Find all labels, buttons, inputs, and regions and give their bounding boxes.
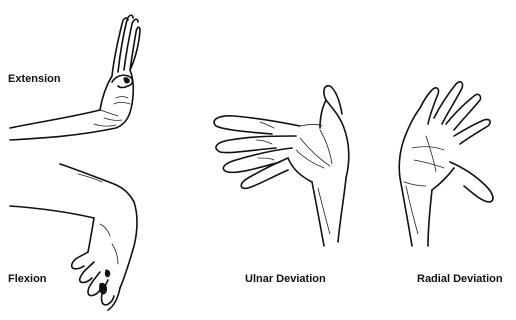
extension-label: Extension <box>8 73 61 86</box>
flexion-illustration <box>8 160 143 315</box>
radial-deviation-label: Radial Deviation <box>417 273 503 286</box>
radial-deviation-illustration <box>390 78 515 253</box>
ulnar-deviation-label: Ulnar Deviation <box>245 273 326 286</box>
ulnar-deviation-illustration <box>200 78 370 253</box>
flexion-label: Flexion <box>8 273 47 286</box>
